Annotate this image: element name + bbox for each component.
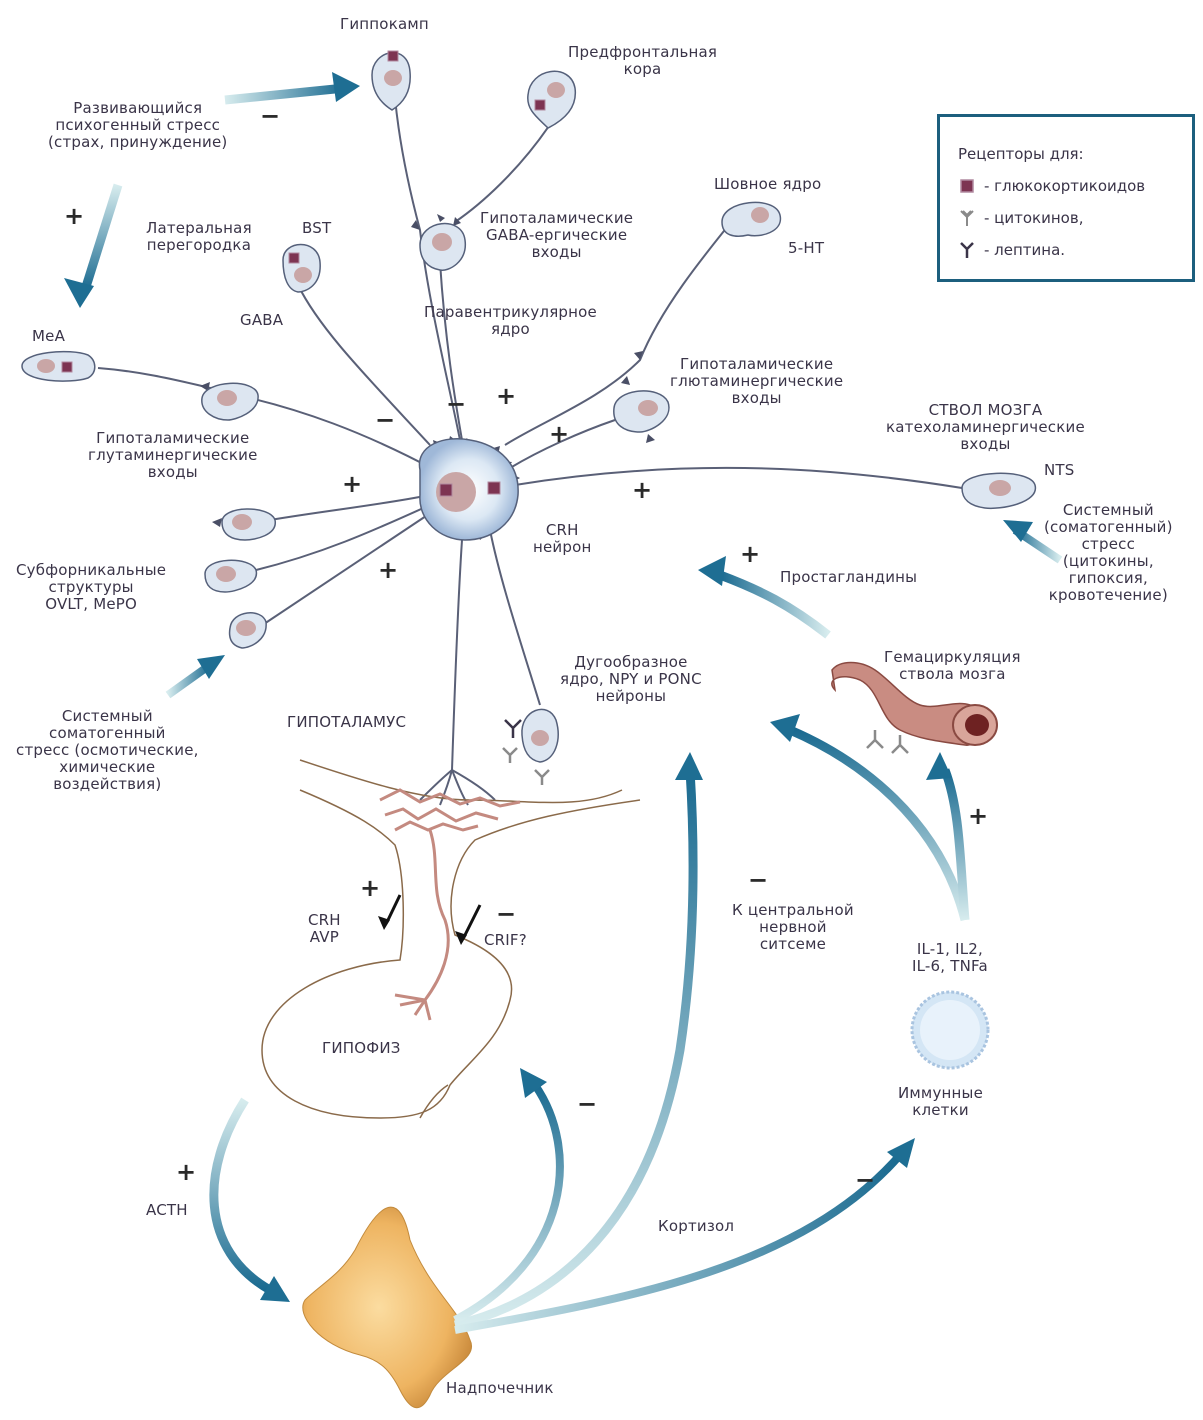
neuron-glut-left xyxy=(201,382,259,421)
neuron-subfornical-1 xyxy=(221,508,276,541)
label-cytokines: IL-1, IL2, IL-6, TNFa xyxy=(912,940,988,975)
label-subfornical: Субфорникальные структуры OVLT, MePO xyxy=(16,561,167,613)
legend-item-glucocorticoid: - глюкокортикоидов xyxy=(958,177,1145,195)
sign-cytokine-plus: + xyxy=(968,802,989,830)
sign-plus-subfornical: + xyxy=(378,556,399,584)
legend-item-leptin: - лептина. xyxy=(958,241,1065,259)
label-cortisol: Кортизол xyxy=(658,1217,735,1235)
crh-neuron-body xyxy=(418,438,519,541)
label-systemic-stress-left: Системный соматогенный стресс (осмотичес… xyxy=(16,707,199,793)
label-systemic-stress-right: Системный (соматогенный) стресс (цитокин… xyxy=(1044,501,1173,604)
brainstem-vessel xyxy=(831,661,998,754)
sign-plus-glut-right: + xyxy=(549,420,570,448)
receptor-legend: Рецепторы для: - глюкокортикоидов - цито… xyxy=(937,114,1195,282)
label-crh-neuron: CRH нейрон xyxy=(533,521,592,556)
label-arcuate-nucleus: Дугообразное ядро, NPY и PONC нейроны xyxy=(560,653,702,705)
neuron-glut-right xyxy=(613,390,670,433)
immune-cell xyxy=(910,990,990,1070)
label-mea: MeA xyxy=(32,327,66,345)
sign-cortisol-minus: − xyxy=(577,1090,598,1118)
label-bst: BST xyxy=(302,219,332,237)
label-to-cns: К центральной нервной ситсеме xyxy=(732,901,854,953)
adrenal-gland xyxy=(302,1206,473,1408)
sign-immune-minus: − xyxy=(855,1166,876,1194)
label-prostaglandins: Простагландины xyxy=(780,568,918,586)
label-glutamatergic-right: Гипоталамические глютаминергические вход… xyxy=(670,355,844,407)
legend-label-leptin: - лептина. xyxy=(984,241,1066,259)
sign-cns-minus: − xyxy=(748,866,769,894)
sign-acth-plus: + xyxy=(176,1158,197,1186)
neuron-arcuate xyxy=(502,708,559,785)
label-adrenal: Надпочечник xyxy=(446,1379,554,1397)
neuron-raphe xyxy=(721,201,782,237)
neuron-mea xyxy=(21,350,96,382)
sign-mea-arrow: + xyxy=(64,202,85,230)
label-glutamatergic-left: Гипоталамические глутаминергические вход… xyxy=(88,429,258,481)
label-immune-cells: Иммунные клетки xyxy=(898,1084,984,1119)
label-crh-avp: CRH AVP xyxy=(308,911,341,946)
sign-plus-prostaglandins: + xyxy=(740,540,761,568)
sign-gaba-minus: − xyxy=(375,406,396,434)
neuron-subfornical-2 xyxy=(204,559,257,593)
legend-title: Рецепторы для: xyxy=(958,145,1084,163)
sign-plus-nts: + xyxy=(632,476,653,504)
label-lateral-septum: Латеральная перегородка xyxy=(146,219,252,254)
label-gaba: GABA xyxy=(240,311,284,329)
label-nts: NTS xyxy=(1044,461,1075,479)
legend-label-glucocorticoid: - глюкокортикоидов xyxy=(984,177,1146,195)
axon-lines xyxy=(97,97,963,806)
label-psychogenic-stress: Развивающийся психогенный стресс (страх,… xyxy=(48,99,228,151)
sign-hippocampus-arrow: − xyxy=(260,102,281,130)
label-pituitary: ГИПОФИЗ xyxy=(322,1039,401,1057)
label-paraventricular-nucleus: Паравентрикулярное ядро xyxy=(424,303,597,338)
neuron-prefrontal xyxy=(527,70,576,129)
label-hippocampus: Гиппокамп xyxy=(340,15,429,33)
label-gaba-inputs: Гипоталамические GABA-ергические входы xyxy=(480,209,634,261)
arrows xyxy=(64,72,1063,1334)
portal-capillaries xyxy=(379,788,521,1021)
neuron-subfornical-3 xyxy=(228,612,267,649)
label-serotonin: 5-HT xyxy=(788,239,825,257)
neuron-hippocampus xyxy=(371,50,411,111)
sign-pituitary-minus: − xyxy=(496,900,517,928)
neuron-nts xyxy=(961,472,1036,510)
label-brainstem-inputs: СТВОЛ МОЗГА катехоламинергические входы xyxy=(886,401,1085,453)
leptin-receptor-icon xyxy=(960,242,974,258)
legend-item-cytokine: - цитокинов, xyxy=(958,209,1083,227)
label-acth: ACTH xyxy=(146,1201,188,1219)
legend-label-cytokine: - цитокинов, xyxy=(984,209,1084,227)
neuron-lateral-septum xyxy=(282,243,321,293)
label-crif: CRIF? xyxy=(484,931,527,949)
cytokine-receptor-icon xyxy=(960,210,974,226)
label-hypothalamus: ГИПОТАЛАМУС xyxy=(287,713,407,731)
sign-plus-top: + xyxy=(496,382,517,410)
sign-plus-glut-left: + xyxy=(342,470,363,498)
label-brainstem-circulation: Гемациркуляция ствола мозга xyxy=(884,648,1021,683)
label-raphe-nucleus: Шовное ядро xyxy=(714,175,822,193)
sign-pituitary-plus: + xyxy=(360,874,381,902)
label-prefrontal-cortex: Предфронтальная кора xyxy=(568,43,718,78)
sign-pvn-minus: − xyxy=(446,390,467,418)
neuron-gaba-input xyxy=(419,223,466,271)
glucocorticoid-receptor-icon xyxy=(960,179,974,193)
